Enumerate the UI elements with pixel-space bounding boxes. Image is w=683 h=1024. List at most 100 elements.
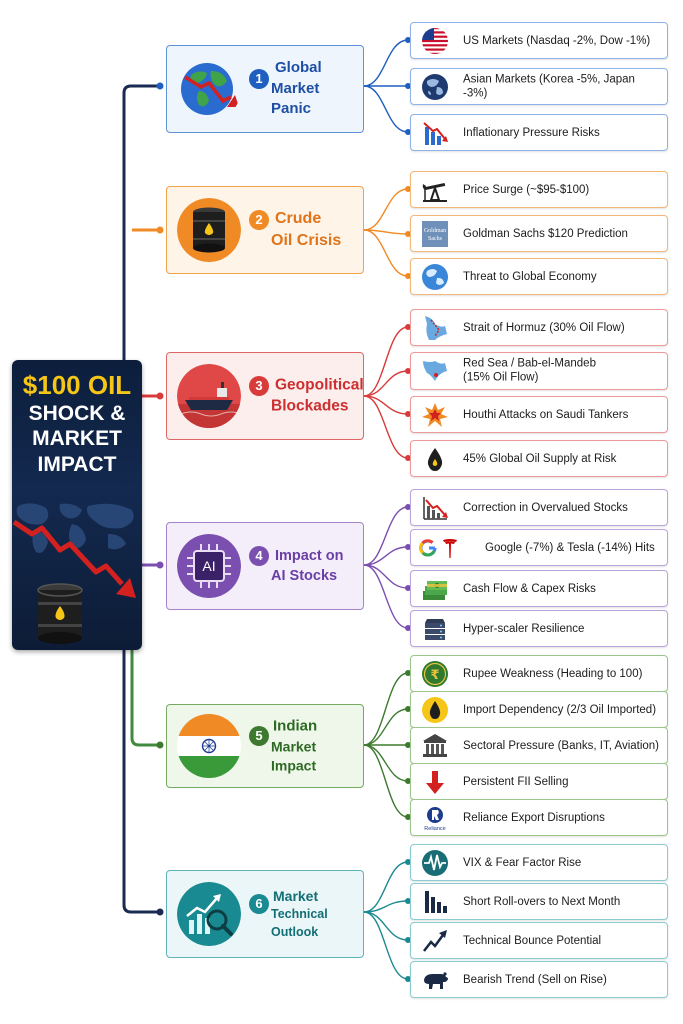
leaf-text-2-3: Threat to Global Economy	[463, 270, 597, 283]
leaf-item-4-3: Cash Flow & Capex Risks	[410, 570, 668, 607]
asia-globe-icon	[421, 73, 449, 101]
world-map-icon	[16, 503, 134, 553]
tanker-ship-icon	[177, 364, 241, 428]
leaf-item-5-5: Reliance Reliance Export Disruptions	[410, 799, 668, 836]
category-number-6: 6	[249, 894, 269, 914]
volatility-wave-icon	[421, 849, 449, 877]
leaf-text-5-5: Reliance Export Disruptions	[463, 811, 605, 824]
leaf-text-1-1: US Markets (Nasdaq -2%, Dow -1%)	[463, 34, 651, 47]
category-title-3-line-2: Blockades	[271, 398, 349, 415]
category-title-5: Indian Market Impact	[271, 716, 359, 775]
fan-lines-2	[363, 188, 409, 277]
chart-magnifier-icon	[177, 882, 241, 946]
leaf-text-5-3: Sectoral Pressure (Banks, IT, Aviation)	[463, 739, 660, 752]
leaf-item-3-1: Strait of Hormuz (30% Oil Flow)	[410, 309, 668, 346]
leaf-text-4-4: Hyper-scaler Resilience	[463, 622, 585, 635]
svg-text:Reliance: Reliance	[424, 826, 445, 832]
category-number-4: 4	[249, 546, 269, 566]
leaf-item-3-4: 45% Global Oil Supply at Risk	[410, 440, 668, 477]
hero-title-line-3: MARKET	[32, 427, 122, 451]
category-card-5: 5 Indian Market Impact	[166, 704, 364, 788]
leaf-text-6-2: Short Roll-overs to Next Month	[463, 895, 621, 908]
fan-lines-6	[363, 861, 409, 980]
branch-line-5	[130, 650, 160, 747]
svg-text:Goldman: Goldman	[424, 228, 446, 234]
leaf-text-6-3: Technical Bounce Potential	[463, 934, 602, 947]
leaf-item-2-3: Threat to Global Economy	[410, 258, 668, 295]
fan-lines-4	[363, 506, 409, 629]
leaf-text-3-4: 45% Global Oil Supply at Risk	[463, 451, 661, 465]
leaf-text-3-2: Red Sea / Bab-el-Mandeb (15% Oil Flow)	[463, 357, 661, 386]
category-title-4-line-2: AI Stocks	[271, 568, 338, 584]
declining-chart-icon	[421, 494, 449, 522]
leaf-text-3-3-line-1: Houthi Attacks on Saudi Tankers	[463, 408, 629, 421]
leaf-text-2-2: Goldman Sachs $120 Prediction	[463, 227, 628, 240]
leaf-item-5-1: ₹ Rupee Weakness (Heading to 100)	[410, 655, 668, 692]
fan-lines-1	[363, 39, 409, 133]
category-title-5-line-2: Market Impact	[271, 738, 317, 774]
leaf-text-5-4: Persistent FII Selling	[463, 775, 569, 788]
category-title-4-line-1: Impact on	[275, 548, 344, 564]
oil-drop-icon	[421, 445, 449, 473]
us-flag-icon	[421, 27, 449, 55]
oil-barrel-icon	[37, 583, 83, 644]
leaf-item-2-2: Goldman Sachs Goldman Sachs $120 Predict…	[410, 215, 668, 252]
leaf-item-3-3: Houthi Attacks on Saudi Tankers	[410, 396, 668, 433]
category-number-1: 1	[249, 69, 269, 89]
category-card-6: 6 Market Technical Outlook	[166, 870, 364, 958]
svg-text:₹: ₹	[430, 668, 439, 683]
category-card-1: 1 Global Market Panic	[166, 45, 364, 133]
goldman-sachs-logo-icon: Goldman Sachs	[421, 220, 449, 248]
india-flag-icon	[177, 714, 241, 778]
globe-falling-arrow-icon	[177, 57, 241, 121]
hero-title-line-4: IMPACT	[37, 452, 117, 476]
leaf-text-3-1-line-1: Strait of Hormuz (30% Oil Flow)	[463, 321, 625, 334]
fan-lines-3	[363, 326, 409, 459]
oil-barrel-icon	[177, 198, 241, 262]
fan-lines-5	[363, 672, 409, 818]
category-title-1-line-2: Market Panic	[271, 79, 320, 118]
category-title-6: Market Technical Outlook	[271, 887, 359, 941]
globe-icon	[421, 263, 449, 291]
category-title-5-line-1: Indian	[273, 717, 318, 735]
hero-title-line-1: $100 OIL	[22, 370, 132, 400]
svg-text:Sachs: Sachs	[428, 236, 443, 242]
leaf-text-4-3: Cash Flow & Capex Risks	[463, 582, 596, 595]
ai-chip-label: AI	[202, 558, 215, 574]
leaf-item-2-1: Price Surge (~$95-$100)	[410, 171, 668, 208]
leaf-text-1-2: Asian Markets (Korea -5%, Japan -3%)	[463, 73, 635, 100]
leaf-text-2-1: Price Surge (~$95-$100)	[463, 183, 590, 196]
leaf-item-1-1: US Markets (Nasdaq -2%, Dow -1%)	[410, 22, 668, 59]
category-number-3: 3	[249, 376, 269, 396]
cash-stack-icon	[421, 575, 449, 603]
bear-icon	[421, 966, 449, 994]
leaf-text-6-4: Bearish Trend (Sell on Rise)	[463, 973, 607, 986]
leaf-item-4-1: Correction in Overvalued Stocks	[410, 489, 668, 526]
category-title-2-line-1: Crude	[275, 209, 322, 227]
leaf-text-5-2: Import Dependency (2/3 Oil Imported)	[463, 703, 657, 716]
leaf-text-3-4-line-1: 45% Global Oil Supply at Risk	[463, 452, 617, 465]
bank-building-icon	[421, 732, 449, 760]
leaf-text-3-2-line-1: Red Sea / Bab-el-Mandeb	[463, 357, 596, 370]
category-card-3: 3 Geopolitical Blockades	[166, 352, 364, 440]
explosion-icon	[421, 401, 449, 429]
category-title-4: Impact on AI Stocks	[271, 546, 359, 586]
category-title-1: Global Market Panic	[271, 58, 359, 120]
category-title-6-line-1: Market	[273, 888, 319, 905]
category-number-2: 2	[249, 210, 269, 230]
google-tesla-logos-icon	[419, 534, 459, 562]
category-title-1-line-1: Global	[275, 58, 322, 76]
leaf-text-4-1: Correction in Overvalued Stocks	[463, 501, 628, 514]
leaf-text-6-1: VIX & Fear Factor Rise	[463, 856, 582, 869]
leaf-item-1-3: Inflationary Pressure Risks	[410, 114, 668, 151]
leaf-text-1-3: Inflationary Pressure Risks	[463, 126, 600, 139]
leaf-item-5-3: Sectoral Pressure (Banks, IT, Aviation)	[410, 727, 668, 764]
category-card-2: 2 Crude Oil Crisis	[166, 186, 364, 274]
oil-drop-coin-icon	[421, 696, 449, 724]
leaf-item-6-2: Short Roll-overs to Next Month	[410, 883, 668, 920]
category-title-3-line-1: Geopolitical	[275, 376, 364, 394]
red-down-arrow-icon	[421, 768, 449, 796]
category-title-2-line-2: Oil Crisis	[271, 232, 342, 249]
strait-map-icon	[421, 314, 449, 342]
